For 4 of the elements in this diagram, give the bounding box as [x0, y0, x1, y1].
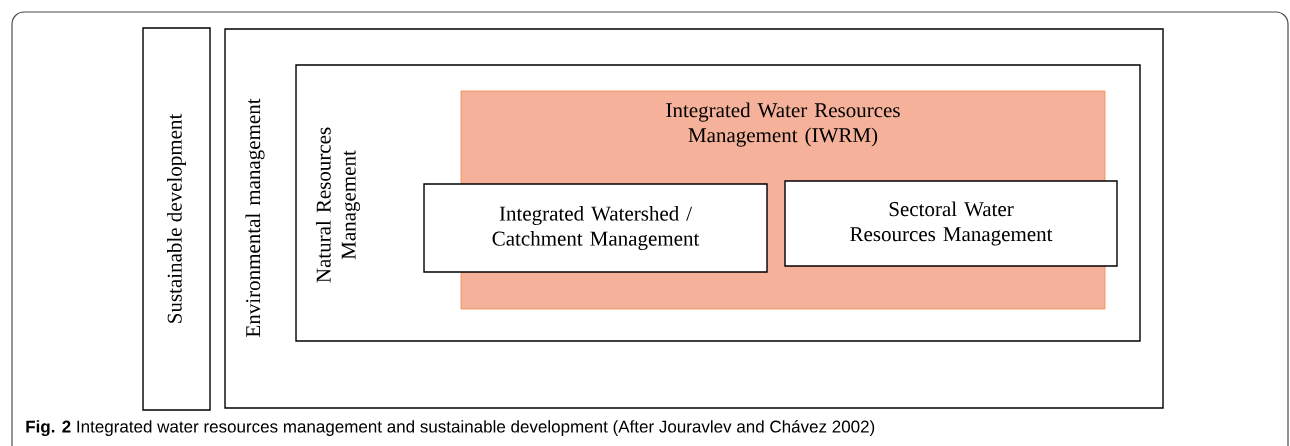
management-box: Integrated Watershed / Catchment Management: [423, 183, 768, 273]
figure-caption: Fig. 2 Integrated water resources management and sustainable development (After Jouravlev and Chávez 2002): [26, 419, 875, 437]
management-box: Sectoral Water Resources Management: [784, 180, 1118, 267]
vertical-band-box: Sustainable development: [142, 27, 211, 411]
